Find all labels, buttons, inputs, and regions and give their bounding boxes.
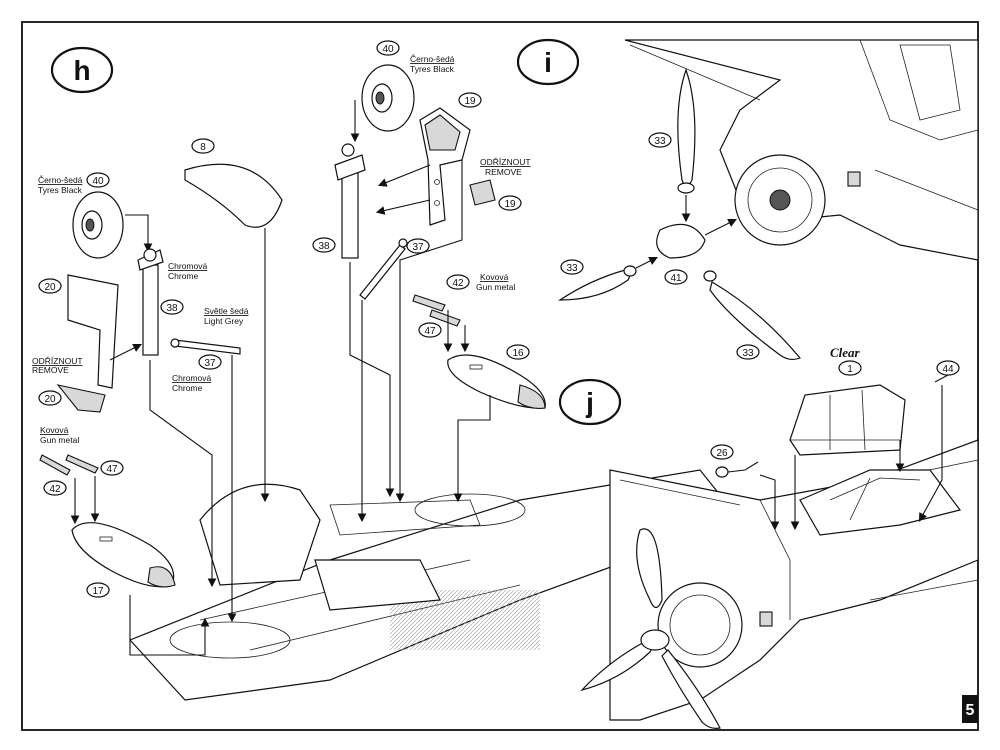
part-26-number: 26 xyxy=(716,448,728,459)
part-37-left-number: 37 xyxy=(204,358,216,369)
part-37-left-rod: 37 Světle šedá Light Grey Chromová Chrom… xyxy=(170,306,249,623)
part-20-left-lower-number: 20 xyxy=(44,394,56,405)
part-8-number: 8 xyxy=(200,142,206,153)
part-16-number: 16 xyxy=(512,348,524,359)
chrome-label-en-bottom: Chrome xyxy=(172,383,203,393)
part-17-gun-pod: 17 xyxy=(71,522,210,656)
part-38-right-number: 38 xyxy=(318,241,330,252)
part-1-number: 1 xyxy=(847,364,853,375)
part-20-left-door: 20 ODŘÍZNOUT REMOVE 20 xyxy=(32,274,142,413)
part-33-top-number: 33 xyxy=(654,136,666,147)
remove-label-cz-right: ODŘÍZNOUT xyxy=(480,157,531,167)
part-17-number: 17 xyxy=(92,586,104,597)
part-19-main-doors: 19 ODŘÍZNOUT REMOVE 19 xyxy=(375,92,531,503)
step-h-label: h xyxy=(73,55,90,86)
part-33-left-number: 33 xyxy=(566,263,578,274)
remove-label-en-left: REMOVE xyxy=(32,365,69,375)
part-40-left-number: 40 xyxy=(92,176,104,187)
chrome-label-cz-top: Chromová xyxy=(168,261,207,271)
gunmetal-label-cz-right: Kovová xyxy=(480,272,509,282)
part-38-left-strut: 38 Chromová Chrome xyxy=(137,248,217,588)
part-26-gunsight: 26 xyxy=(710,444,780,531)
part-47-right-number: 47 xyxy=(424,326,436,337)
step-j-label: j xyxy=(585,387,594,418)
page-frame xyxy=(21,21,979,731)
part-38-left-number: 38 xyxy=(166,303,178,314)
wing-underside xyxy=(128,469,741,701)
part-8-fairing: 8 xyxy=(184,138,283,503)
part-40-left-wheel: 40 Černo-šedá Tyres Black xyxy=(38,172,153,259)
step-j-badge: j xyxy=(558,378,622,426)
part-38-right-strut: 38 xyxy=(312,143,395,498)
remove-label-en-right: REMOVE xyxy=(485,167,522,177)
step-i-nose-view xyxy=(624,39,979,261)
part-47-left-number: 47 xyxy=(106,464,118,475)
part-40-right-number: 40 xyxy=(382,44,394,55)
tyres-label-cz-right: Černo-šedá xyxy=(410,54,455,64)
part-44-number: 44 xyxy=(942,364,954,375)
remove-label-cz-left: ODŘÍZNOUT xyxy=(32,356,83,366)
step-i-badge: i xyxy=(516,38,580,86)
clear-label: Clear xyxy=(830,345,861,360)
part-33-propeller-blades: 33 33 33 xyxy=(558,68,801,361)
step-i-label: i xyxy=(544,47,552,78)
chrome-label-cz-bottom: Chromová xyxy=(172,373,211,383)
step-h-badge: h xyxy=(50,46,114,94)
gunmetal-label-cz-left: Kovová xyxy=(40,425,69,435)
part-42-left-number: 42 xyxy=(49,484,61,495)
part-20-left-number: 20 xyxy=(44,282,56,293)
part-42-right-number: 42 xyxy=(452,278,464,289)
tyres-label-cz-left: Černo-šedá xyxy=(38,175,83,185)
chrome-label-en-top: Chrome xyxy=(168,271,199,281)
part-33-right-number: 33 xyxy=(742,348,754,359)
part-44-antenna: 44 xyxy=(918,360,960,522)
part-40-right-wheel: 40 Černo-šedá Tyres Black xyxy=(350,40,455,143)
page-number-badge: 5 xyxy=(962,695,978,723)
part-41-spinner: 41 xyxy=(635,195,737,285)
lightgrey-label-en: Light Grey xyxy=(204,316,244,326)
tyres-label-en-right: Tyres Black xyxy=(410,64,455,74)
part-42-47-left-guns: Kovová Gun metal 47 42 xyxy=(39,425,124,525)
gunmetal-label-en-right: Gun metal xyxy=(476,282,515,292)
lightgrey-label-cz: Světle šedá xyxy=(204,306,249,316)
part-37-right-rod: 37 xyxy=(357,238,430,523)
step-j-fuselage-view xyxy=(580,439,979,729)
part-19-lower-number: 19 xyxy=(504,199,516,210)
part-42-47-right-guns: 42 Kovová Gun metal 47 xyxy=(412,272,515,353)
page-number: 5 xyxy=(966,702,975,719)
tyres-label-en-left: Tyres Black xyxy=(38,185,83,195)
part-16-gun-pod: 16 xyxy=(447,344,546,503)
part-37-right-number: 37 xyxy=(412,242,424,253)
part-1-canopy: Clear 1 xyxy=(789,345,906,531)
part-41-number: 41 xyxy=(670,273,682,284)
gunmetal-label-en-left: Gun metal xyxy=(40,435,79,445)
part-19-number: 19 xyxy=(464,96,476,107)
